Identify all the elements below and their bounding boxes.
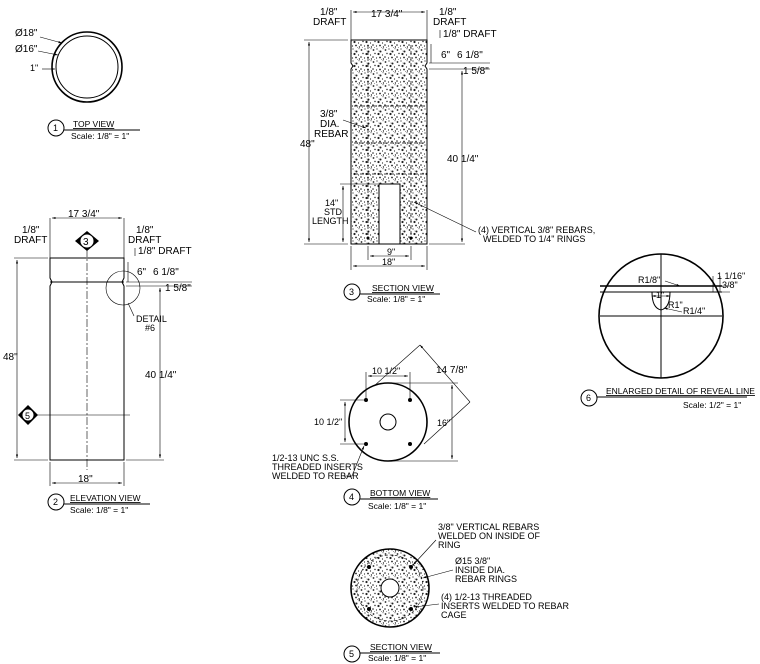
top-title: TOP VIEW [73,119,114,129]
elev-num: 2 [53,497,58,507]
bottom-num: 4 [349,492,354,502]
elev-sec-marker-5: 5 [25,411,30,421]
view-num-circle-2 [47,493,65,511]
sec5-note3-c: CAGE [441,610,467,620]
sec3-scale: Scale: 1/8" = 1" [367,294,425,304]
sec3-height: 48" [300,139,315,150]
detail-dim-3-8: 3/8" [722,280,738,290]
elev-draft-left-b: DRAFT [14,235,47,246]
detail-r-1-8: R1/8" [638,275,660,285]
sec3-num: 3 [349,287,354,297]
bottom-diag: 14 7/8" [436,365,468,376]
bottom-insert-c: WELDED TO REBAR [272,471,359,481]
sec3-vert-b: WELDED TO 1/4" RINGS [483,234,585,244]
view-num-circle-3 [343,283,361,301]
view-num-circle-6 [580,389,598,407]
sec3-base: 18" [382,257,395,267]
detail-dim-1-1-16: 1 1/16" [717,271,745,281]
sec5-note3-b: INSERTS WELDED TO REBAR [441,601,570,611]
bottom-scale: Scale: 1/8" = 1" [368,501,426,511]
sec5-note1-c: RING [438,540,461,550]
elev-draft-2: 1/8" DRAFT [138,246,192,257]
view-num-circle-1 [47,119,65,137]
sec3-rebar-b: DIA. [320,119,339,130]
sec3-height-2: 40 1/4" [447,154,479,165]
sec5-note2-b: INSIDE DIA. [455,565,505,575]
elev-width: 17 3/4" [68,209,100,220]
sec3-dim-6: 6" [441,50,451,61]
elev-dim-6-1-8: 6 1/8" [153,267,179,278]
sec5-note2-c: REBAR RINGS [455,574,517,584]
top-dia-inner: Ø16" [15,44,38,55]
sec3-draft-left-a: 1/8" [320,7,338,18]
top-view: Ø18" Ø16" 1" 1 TOP VIEW Scale: 1/8" = 1" [15,28,140,141]
sec3-std-a: 14" [325,198,338,208]
elev-draft-left-a: 1/8" [22,225,40,236]
sec5-note3-a: (4) 1/2-13 THREADED [441,592,532,602]
sec3-title: SECTION VIEW [372,283,434,293]
elev-base: 18" [78,474,93,485]
elevation-view: 17 3/4" 1/8" DRAFT 1/8" DRAFT 1/8" DRAFT… [3,209,192,515]
sec5-note2-a: Ø15 3/8" [455,556,490,566]
elev-detail-a: DETAIL [136,314,167,324]
sec5-note1-a: 3/8" VERTICAL REBARS [438,522,539,532]
top-scale: Scale: 1/8" = 1" [71,131,129,141]
sec3-draft-right-b: DRAFT [433,17,466,28]
bottom-insert-a: 1/2-13 UNC S.S. [272,453,339,463]
detail-callout-circle [105,270,141,306]
sec3-std-b: STD [324,207,343,217]
sec3-draft-left-b: DRAFT [313,17,346,28]
detail-view: R1/8" 1 1/16" 3/8" 1" R1" R1/4" 6 ENLARG… [580,253,755,410]
sec3-rebar-c: REBAR [314,129,348,140]
top-wall: 1" [30,63,38,73]
sec5-note1-b: WELDED ON INSIDE OF [438,531,541,541]
sec3-dim-9: 9" [387,247,395,257]
elev-draft-right-a: 1/8" [136,225,154,236]
top-dia-outer: Ø18" [15,28,38,39]
elev-title: ELEVATION VIEW [70,493,141,503]
elev-detail-b: #6 [145,323,155,333]
elev-sec-marker-3: 3 [83,237,89,248]
elev-scale: Scale: 1/8" = 1" [70,505,128,515]
detail-dim-1: 1" [656,290,664,300]
view-num-circle-5 [343,645,361,663]
sec3-draft-2: 1/8" DRAFT [443,29,497,40]
sec3-vert-a: (4) VERTICAL 3/8" REBARS, [478,225,595,235]
top-num: 1 [53,123,58,133]
section-view-3: 17 3/4" 1/8" DRAFT 1/8" DRAFT 1/8" DRAFT… [300,7,595,304]
elev-dim-1-5-8: 1 5/8" [165,283,191,294]
sec5-scale: Scale: 1/8" = 1" [368,653,426,663]
bottom-right: 16" [437,418,450,428]
elev-height: 48" [3,352,18,363]
sec5-num: 5 [349,649,354,659]
bottom-insert-b: THREADED INSERTS [272,462,363,472]
view-num-circle-4 [343,488,361,506]
elev-height-2: 40 1/4" [145,370,177,381]
bottom-view: 10 1/2" 14 7/8" 10 1/2" 16" 1/2-13 UNC S… [272,344,471,511]
bottom-top: 10 1/2" [372,366,400,376]
section-view-5: 3/8" VERTICAL REBARS WELDED ON INSIDE OF… [343,522,570,663]
sec5-title: SECTION VIEW [370,642,432,652]
sec3-width: 17 3/4" [371,9,403,20]
sec3-dim-1-5-8: 1 5/8" [463,66,489,77]
detail-num: 6 [586,393,591,403]
elev-draft-right-b: DRAFT [128,235,161,246]
detail-scale: Scale: 1/2" = 1" [683,400,741,410]
sec3-std-c: LENGTH [312,216,349,226]
detail-r-1-4: R1/4" [683,306,705,316]
detail-r-1: R1" [668,300,683,310]
sec3-rebar-a: 3/8" [320,109,338,120]
sec3-dim-6-1-8: 6 1/8" [457,50,483,61]
detail-title: ENLARGED DETAIL OF REVEAL LINE [606,386,755,396]
sec3-draft-right-a: 1/8" [439,7,457,18]
elev-dim-6: 6" [137,267,147,278]
bottom-title: BOTTOM VIEW [370,488,430,498]
bottom-left: 10 1/2" [314,417,342,427]
